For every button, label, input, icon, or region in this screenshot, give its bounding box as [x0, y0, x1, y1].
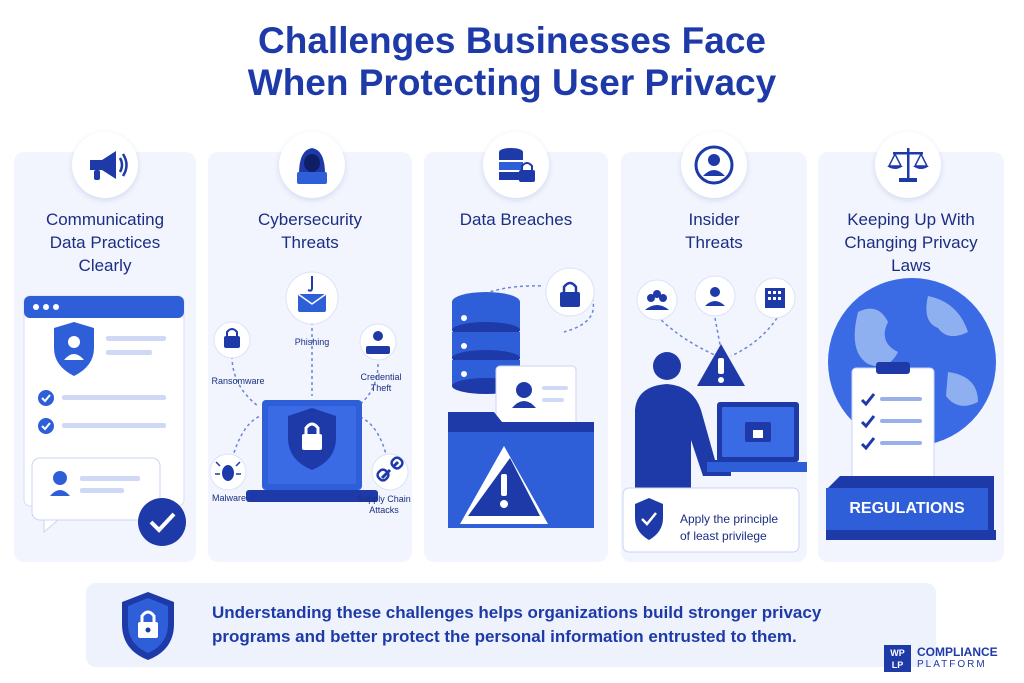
logo-name: COMPLIANCE: [917, 645, 998, 659]
regulations-book-label: REGULATIONS: [849, 500, 965, 517]
shield-lock-icon: [122, 592, 174, 660]
logo-subtitle: PLATFORM: [917, 659, 987, 670]
database-lock-icon: [483, 132, 549, 198]
data-breach-illustration: [448, 267, 595, 528]
threat-label-credential-theft: Credential Theft: [360, 372, 402, 393]
user-circle-icon: [681, 132, 747, 198]
regulations-illustration: [826, 278, 996, 540]
threat-label-ransomware: Ransomware: [211, 376, 265, 386]
column-title-insider-threats: Insider Threats: [685, 210, 743, 252]
column-title-privacy-laws: Keeping Up With Changing Privacy Laws: [844, 210, 978, 275]
threat-label-malware: Malware: [211, 493, 246, 503]
scales-icon: [875, 132, 941, 198]
column-title-data-breaches: Data Breaches: [459, 210, 573, 229]
threat-label-supply-chain: Supply Chain Attacks: [357, 494, 411, 515]
least-privilege-note: Apply the principle of least privilege: [680, 512, 779, 543]
compliance-platform-logo: WP LP COMPLIANCE PLATFORM: [884, 645, 1016, 675]
threat-label-phishing: Phishing: [294, 337, 330, 347]
summary-text: Understanding these challenges helps org…: [212, 603, 822, 646]
cyber-threats-illustration: [209, 271, 409, 502]
page-title: Challenges Businesses Face When Protecti…: [0, 20, 1024, 104]
insider-threat-illustration: [622, 275, 807, 553]
megaphone-icon: [72, 132, 138, 198]
logo-mark: WP LP: [884, 645, 911, 672]
summary-panel: [86, 583, 936, 667]
column-title-cybersecurity: Cybersecurity Threats: [258, 210, 362, 252]
privacy-notice-illustration: [23, 295, 186, 546]
hacker-icon: [279, 132, 345, 198]
page-title-line-1: Challenges Businesses Face: [258, 20, 766, 61]
page-title-line-2: When Protecting User Privacy: [247, 62, 777, 103]
column-title-communicating: Communicating Data Practices Clearly: [45, 210, 165, 275]
